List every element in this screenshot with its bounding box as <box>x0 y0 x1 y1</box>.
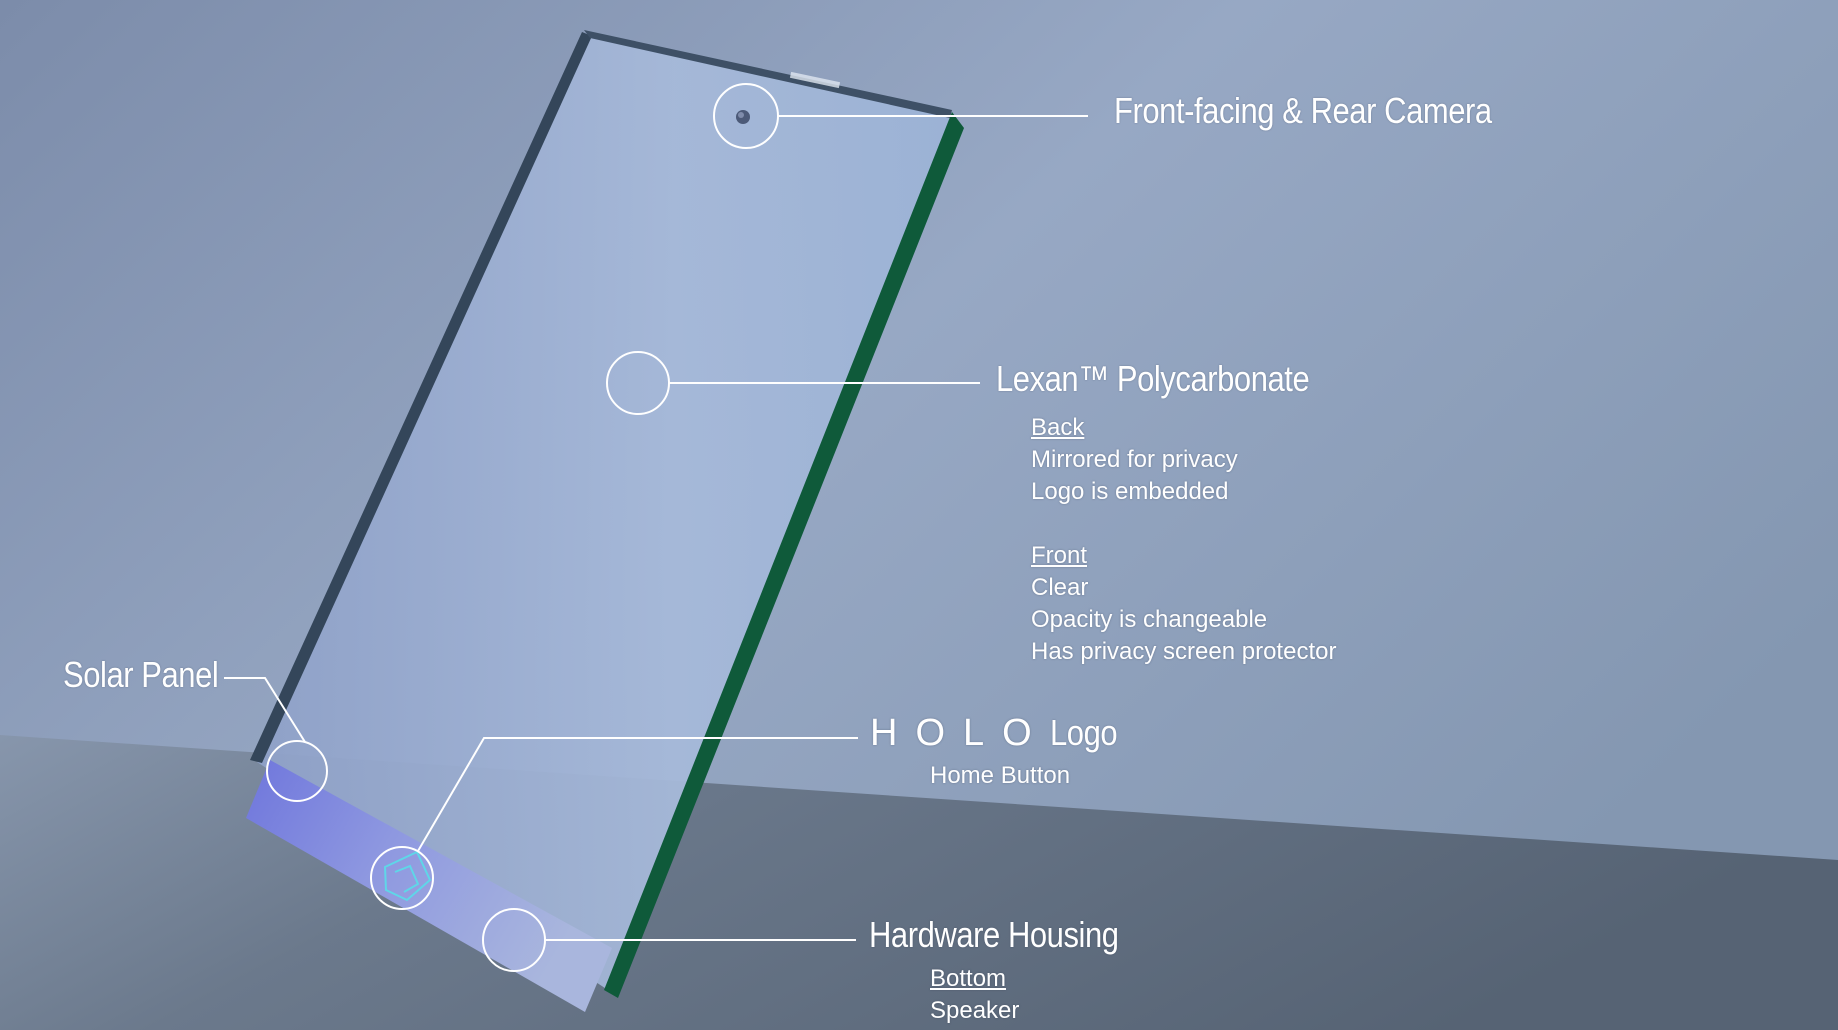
hardware-bottom-item: Speaker <box>930 997 1020 1024</box>
holo-callout-title: HOLOLogo <box>870 712 1128 755</box>
holo-callout-circle <box>370 846 434 910</box>
holo-logo-suffix: Logo <box>1049 712 1118 753</box>
lexan-callout-title: Lexan™ Polycarbonate <box>996 358 1310 399</box>
lexan-front-item: Opacity is changeable <box>1031 606 1268 633</box>
lexan-back-item: Logo is embedded <box>1031 478 1229 505</box>
device-left-edge <box>250 32 592 763</box>
lexan-front-item: Clear <box>1031 574 1089 601</box>
solar-callout-circle <box>266 740 328 802</box>
device-right-edge <box>604 112 964 998</box>
hardware-details: Bottom Speaker <box>930 963 1019 1027</box>
lexan-details: Back Mirrored for privacy Logo is embedd… <box>1031 412 1336 668</box>
camera-highlight <box>789 71 841 89</box>
solar-leader-line <box>224 677 306 743</box>
device-top-edge <box>584 30 952 118</box>
leader-lines <box>224 115 1088 941</box>
hardware-callout-title: Hardware Housing <box>869 914 1119 955</box>
solar-callout-title: Solar Panel <box>63 654 219 695</box>
holo-logo-mark <box>383 850 432 902</box>
holo-leader-line <box>417 737 858 852</box>
camera-callout-title: Front-facing & Rear Camera <box>1114 90 1492 131</box>
solar-panel-strip <box>246 760 612 1012</box>
lexan-back-item: Mirrored for privacy <box>1031 446 1238 473</box>
holo-subtitle: Home Button <box>930 762 1071 789</box>
lexan-front-heading: Front <box>1031 542 1088 569</box>
lexan-back-heading: Back <box>1031 414 1085 441</box>
hardware-bottom-heading: Bottom <box>930 965 1007 992</box>
device-glass <box>257 32 952 990</box>
lexan-front-item: Has privacy screen protector <box>1031 638 1337 665</box>
holo-wordmark: HOLO <box>870 712 1050 754</box>
callout-circles <box>266 83 779 972</box>
